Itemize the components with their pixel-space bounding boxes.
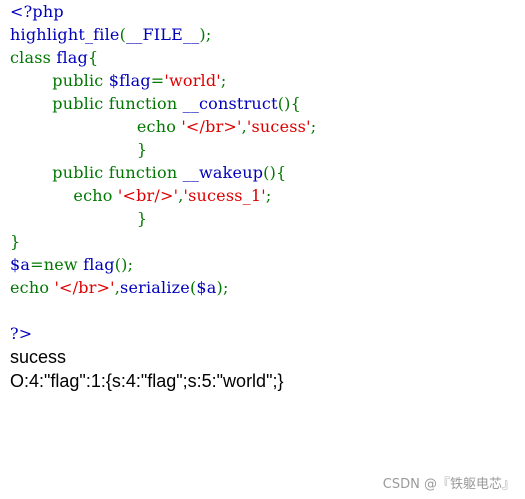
code-token: $a [196,278,217,297]
code-token: , [114,278,121,297]
code-token: { [87,48,99,67]
code-line: public function __construct(){ [10,92,316,115]
code-token: (){ [277,94,301,113]
code-token: public function [10,163,183,182]
code-token: ( [189,278,197,297]
code-token: __wakeup [182,163,264,182]
page-output: sucess O:4:"flag":1:{s:4:"flag";s:5:"wor… [10,345,283,393]
code-line: ?> [10,322,316,345]
code-token: public function [10,94,183,113]
code-line: $a=new flag(); [10,253,316,276]
code-token: ); [199,25,212,44]
code-token: } [10,140,148,159]
code-line: public function __wakeup(){ [10,161,316,184]
code-token: ( [119,25,127,44]
code-line [10,299,316,322]
code-token: ?> [10,324,33,343]
code-token: = [150,71,165,90]
code-line: highlight_file(__FILE__); [10,23,316,46]
code-line: } [10,138,316,161]
code-token: __construct [182,94,278,113]
code-token: highlight_file [10,25,120,44]
code-token: '<br/>' [117,186,179,205]
code-line: echo '</br>','sucess'; [10,115,316,138]
code-token: '</br>' [54,278,115,297]
output-line-sucess: sucess [10,347,67,367]
code-token: 'sucess_1' [183,186,266,205]
code-line: } [10,230,316,253]
code-token: ); [216,278,229,297]
code-token: } [10,232,21,251]
code-line: echo '</br>',serialize($a); [10,276,316,299]
code-token: } [10,209,148,228]
code-token: =new [30,255,84,274]
code-token: echo [10,117,182,136]
code-token: $flag [108,71,151,90]
code-token: ; [220,71,227,90]
code-token: echo [10,278,55,297]
code-token: (); [114,255,134,274]
output-line-serialized: O:4:"flag":1:{s:4:"flag";s:5:"world";} [10,371,284,391]
code-line: public $flag='world'; [10,69,316,92]
code-token: '</br>' [181,117,242,136]
code-token: ; [310,117,317,136]
code-line: echo '<br/>','sucess_1'; [10,184,316,207]
code-token: flag [56,48,88,67]
code-token: public [10,71,109,90]
code-token: echo [10,186,118,205]
code-token: , [241,117,247,136]
code-token: (){ [263,163,287,182]
code-token: class [10,48,57,67]
code-token: flag [83,255,115,274]
code-token: ; [265,186,272,205]
code-token: __FILE__ [126,25,200,44]
code-line: } [10,207,316,230]
code-token: $a [10,255,31,274]
csdn-watermark: CSDN @『铁躯电芯』 [382,477,515,492]
code-token: 'world' [164,71,221,90]
code-line: <?php [10,0,316,23]
code-token: serialize [120,278,190,297]
code-token: , [178,186,184,205]
code-line: class flag{ [10,46,316,69]
code-token: 'sucess' [246,117,311,136]
code-token: <?php [10,2,64,21]
